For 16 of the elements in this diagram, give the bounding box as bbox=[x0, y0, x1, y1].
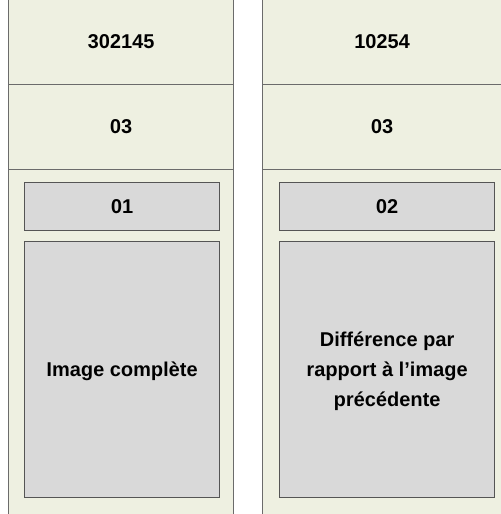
content-box bbox=[24, 241, 220, 498]
content-box bbox=[279, 241, 495, 498]
header-cell bbox=[262, 84, 501, 170]
cell-label: 01 bbox=[110, 194, 134, 220]
cell-label: Image complète bbox=[46, 358, 198, 382]
cell-label: Différence par rapport à l’image précédente bbox=[305, 328, 469, 412]
content-box bbox=[279, 182, 495, 231]
header-cell bbox=[8, 0, 234, 85]
cell-label: 03 bbox=[110, 116, 132, 138]
cell-label: 10254 bbox=[354, 30, 410, 54]
header-cell bbox=[8, 84, 234, 170]
cell-label: 03 bbox=[370, 116, 394, 138]
cell-label: 302145 bbox=[88, 30, 154, 54]
content-box bbox=[24, 182, 220, 231]
header-cell bbox=[262, 0, 501, 85]
cell-label: 02 bbox=[376, 194, 398, 220]
